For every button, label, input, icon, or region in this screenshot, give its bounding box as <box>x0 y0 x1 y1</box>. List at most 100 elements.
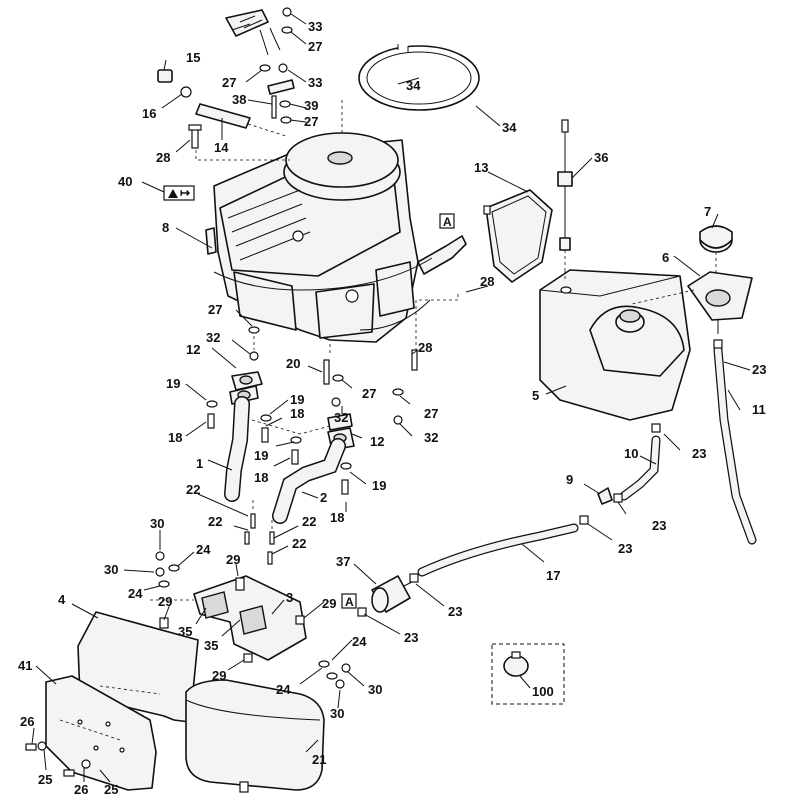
callout: 23 <box>692 446 706 461</box>
callout: 22 <box>302 514 316 529</box>
callout: 32 <box>206 330 220 345</box>
ref-marker-label: A <box>345 595 354 609</box>
callout: 34 <box>502 120 517 135</box>
callout: 40 <box>118 174 132 189</box>
callout: 23 <box>404 630 418 645</box>
exhaust-pipes <box>224 371 355 524</box>
callout: 35 <box>178 624 192 639</box>
fuel-cap <box>699 225 733 253</box>
callout: 12 <box>370 434 384 449</box>
fuel-hose-10 <box>579 423 661 525</box>
callout: 28 <box>480 274 494 289</box>
bracket-washers <box>155 551 351 689</box>
callout: 33 <box>308 19 322 34</box>
callout: 18 <box>168 430 182 445</box>
callout: 18 <box>330 510 344 525</box>
callout: 29 <box>226 552 240 567</box>
callout: 29 <box>212 668 226 683</box>
callout: 27 <box>208 302 222 317</box>
callout: 23 <box>752 362 766 377</box>
callout: 41 <box>18 658 32 673</box>
muffler <box>185 679 325 793</box>
callout: 13 <box>474 160 488 175</box>
callout: 17 <box>546 568 560 583</box>
callout: 28 <box>418 340 432 355</box>
fuel-tank <box>539 269 691 421</box>
callout: 27 <box>222 75 236 90</box>
callout: 24 <box>276 682 291 697</box>
callout: 27 <box>304 114 318 129</box>
callout: 33 <box>308 75 322 90</box>
callout: 20 <box>286 356 300 371</box>
callout: 27 <box>308 39 322 54</box>
callout: 6 <box>662 250 669 265</box>
fill-plug-assembly <box>157 69 287 137</box>
callout: 23 <box>448 604 462 619</box>
callout: 30 <box>330 706 344 721</box>
callout: 19 <box>290 392 304 407</box>
warning-sticker: ↦ <box>163 185 195 201</box>
callout: 26 <box>74 782 88 797</box>
callout: 39 <box>304 98 318 113</box>
callout: 35 <box>204 638 218 653</box>
exhaust-hardware <box>206 326 418 495</box>
callout: 19 <box>254 448 268 463</box>
guard-screws <box>25 741 91 777</box>
callout: 32 <box>424 430 438 445</box>
callout: 4 <box>58 592 66 607</box>
callout: 30 <box>104 562 118 577</box>
callout: 32 <box>334 410 348 425</box>
callout: 18 <box>290 406 304 421</box>
fuel-cap-cover <box>687 271 753 334</box>
callout: 27 <box>362 386 376 401</box>
callout: 22 <box>208 514 222 529</box>
callout: 22 <box>186 482 200 497</box>
callout: 5 <box>532 388 539 403</box>
engine <box>205 132 467 343</box>
callout: 19 <box>372 478 386 493</box>
wire-harness <box>225 9 281 56</box>
callout: 24 <box>352 634 367 649</box>
callout: 3 <box>286 590 293 605</box>
callout: 15 <box>186 50 200 65</box>
callout: 23 <box>652 518 666 533</box>
leader-lines <box>31 13 751 783</box>
callout: 21 <box>312 752 326 767</box>
callout: 22 <box>292 536 306 551</box>
callout: 28 <box>156 150 170 165</box>
alignment-lines <box>59 100 717 741</box>
callout: 23 <box>618 541 632 556</box>
oil-ring <box>358 44 480 111</box>
callout: 29 <box>158 594 172 609</box>
callout: 37 <box>336 554 350 569</box>
callout: 36 <box>594 150 608 165</box>
callout: 12 <box>186 342 200 357</box>
ref-marker-a-bottom: A <box>341 593 357 609</box>
fuel-filter <box>357 575 413 617</box>
callout: 2 <box>320 490 327 505</box>
svg-text:↦: ↦ <box>180 186 190 200</box>
callout: 38 <box>232 92 246 107</box>
callout: 25 <box>104 782 118 797</box>
callout: 19 <box>166 376 180 391</box>
studs <box>244 513 275 565</box>
callout: 16 <box>142 106 156 121</box>
ref-marker-label: A <box>443 215 452 229</box>
fuel-sensor <box>557 119 573 270</box>
callout: 25 <box>38 772 52 787</box>
callout: 18 <box>254 470 268 485</box>
muffler-bracket <box>159 575 307 663</box>
callout: 10 <box>624 446 638 461</box>
callout-labels: 33 27 15 16 27 33 38 39 27 34 34 28 14 4… <box>18 19 766 797</box>
callout: 9 <box>566 472 573 487</box>
top-hardware <box>259 7 295 124</box>
callout: 24 <box>196 542 211 557</box>
ref-marker-a-top: A <box>439 213 455 229</box>
callout: 30 <box>150 516 164 531</box>
callout: 29 <box>322 596 336 611</box>
callout: 26 <box>20 714 34 729</box>
callout: 8 <box>162 220 169 235</box>
callout: 24 <box>128 586 143 601</box>
